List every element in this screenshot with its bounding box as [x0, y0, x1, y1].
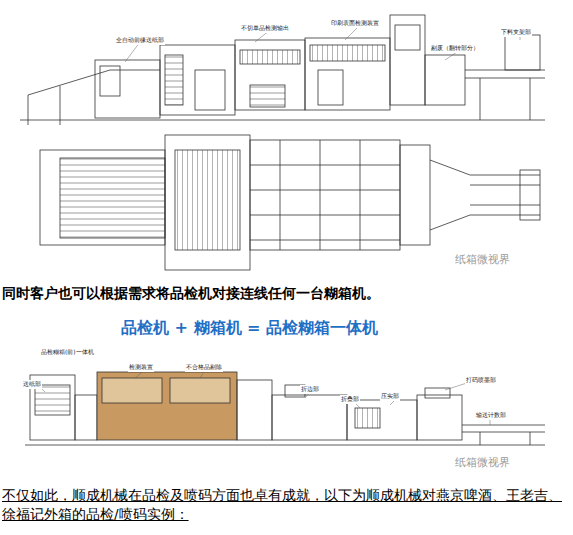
diagram-title: 品检糊箱(前)一体机 [40, 348, 95, 357]
part-label: 折叠部 [340, 395, 360, 404]
part-label: 不切单品检测输出 [240, 24, 290, 33]
part-label: 打码喷墨部 [465, 376, 497, 385]
body-text: 同时客户也可以根据需求将品检机对接连线任何一台糊箱机。 [2, 285, 380, 303]
part-label: 送纸部 [22, 380, 42, 389]
part-label: 不合格品剔除 [185, 363, 223, 372]
watermark: 纸箱微视界 [455, 455, 510, 470]
body-text: 不仅如此，顺成机械在品检及喷码方面也卓有成就，以下为顺成机械对燕京啤酒、王老吉、… [2, 486, 562, 524]
part-label: 全自动前缘送纸部 [115, 36, 165, 45]
part-label: 折边部 [300, 385, 320, 394]
part-label: 检测装置 [128, 363, 154, 372]
formula-heading: 品检机 + 糊箱机 = 品检糊箱一体机 [121, 318, 378, 339]
watermark: 纸箱微视界 [455, 252, 510, 267]
part-label: 下料支架部 [500, 28, 532, 37]
part-label: 印刷表面检测装置 [330, 19, 380, 28]
part-label: 剔废（翻转部分） [430, 44, 480, 53]
part-label: 输送计数部 [475, 411, 507, 420]
part-label: 压实部 [380, 392, 400, 401]
